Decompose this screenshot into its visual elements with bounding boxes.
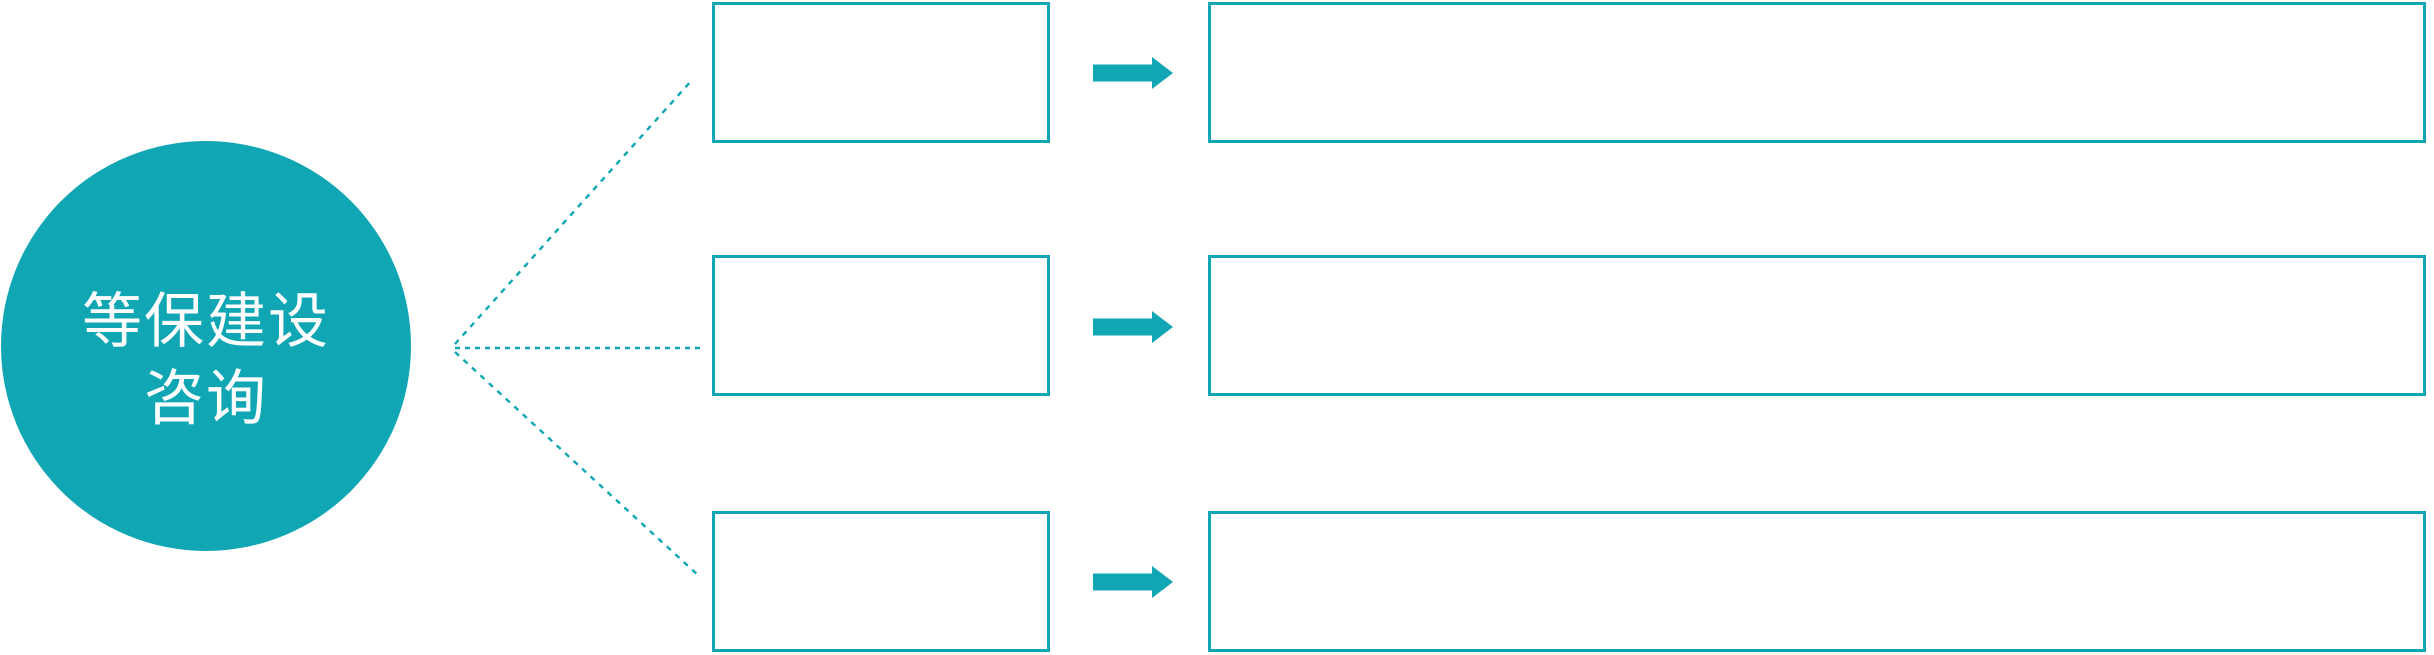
arrow-right-icon	[1093, 566, 1173, 598]
detail-box-2	[1208, 255, 2426, 396]
hub-label-line1: 等保建设	[82, 288, 330, 355]
connector-line-top	[454, 79, 693, 345]
step-box-3	[712, 511, 1050, 652]
hub-circle: 等保建设 咨询	[1, 141, 411, 551]
detail-box-1	[1208, 2, 2426, 143]
step-box-1	[712, 2, 1050, 143]
arrow-right-icon	[1093, 311, 1173, 343]
arrow-right-icon	[1093, 57, 1173, 89]
hub-label: 等保建设 咨询	[82, 283, 330, 437]
hub-label-line2: 咨询	[144, 365, 268, 432]
step-box-2	[712, 255, 1050, 396]
connector-line-bottom	[454, 351, 700, 577]
detail-box-3	[1208, 511, 2426, 652]
